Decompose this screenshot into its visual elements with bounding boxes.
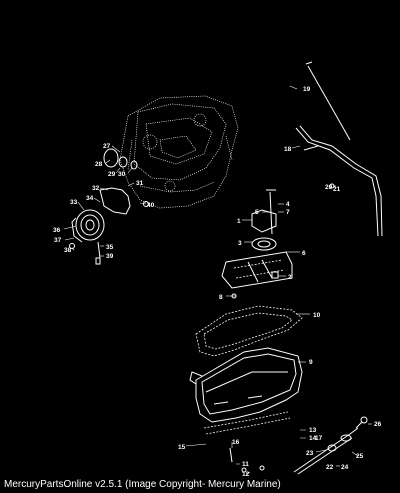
callout-31[interactable]: 31	[136, 180, 144, 187]
callout-18[interactable]: 18	[284, 146, 292, 153]
callout-39[interactable]: 39	[106, 253, 114, 260]
callout-3[interactable]: 3	[238, 240, 242, 247]
callout-23[interactable]: 23	[306, 450, 314, 457]
callout-14[interactable]: 14	[309, 435, 317, 442]
callout-17[interactable]: 17	[315, 435, 323, 442]
oil-pan-gasket-drawing	[195, 305, 303, 357]
callout-1[interactable]: 1	[237, 218, 241, 225]
callout-4[interactable]: 4	[286, 201, 290, 208]
dipstick-drawing	[295, 61, 383, 237]
callout-21[interactable]: 21	[333, 186, 341, 193]
callout-22[interactable]: 22	[326, 464, 334, 471]
callout-37[interactable]: 37	[54, 237, 62, 244]
callout-9[interactable]: 9	[309, 359, 313, 366]
callout-38[interactable]: 38	[64, 247, 72, 254]
callout-13[interactable]: 13	[309, 427, 317, 434]
callout-35[interactable]: 35	[106, 244, 114, 251]
callout-34[interactable]: 34	[86, 195, 94, 202]
drain-hardware-drawing	[293, 416, 368, 475]
callout-26[interactable]: 26	[374, 421, 382, 428]
callout-8[interactable]: 8	[219, 294, 223, 301]
callout-30[interactable]: 30	[118, 171, 126, 178]
callout-40[interactable]: 40	[147, 202, 155, 209]
callout-leaders	[63, 85, 372, 475]
callout-24[interactable]: 24	[341, 464, 349, 471]
callout-10[interactable]: 10	[313, 312, 321, 319]
callout-12[interactable]: 12	[242, 471, 250, 476]
callout-7[interactable]: 7	[286, 209, 290, 216]
callout-2[interactable]: 2	[288, 274, 292, 281]
callout-6[interactable]: 6	[302, 250, 306, 257]
callout-numbers: 1 2 3 4 5 6 7 8 9 10 11 12 13 14 15 16 1…	[53, 86, 382, 476]
callout-15[interactable]: 15	[178, 444, 186, 451]
callout-36[interactable]: 36	[53, 227, 61, 234]
rear-seal-housing-drawing	[69, 148, 149, 265]
exploded-parts-diagram: 1 2 3 4 5 6 7 8 9 10 11 12 13 14 15 16 1…	[53, 61, 383, 476]
callout-29[interactable]: 29	[108, 171, 116, 178]
callout-16[interactable]: 16	[232, 439, 240, 446]
callout-5[interactable]: 5	[255, 209, 259, 216]
callout-19[interactable]: 19	[303, 86, 311, 93]
oil-pump-drawing	[221, 189, 293, 299]
callout-28[interactable]: 28	[95, 161, 103, 168]
callout-32[interactable]: 32	[92, 185, 100, 192]
callout-11[interactable]: 11	[242, 461, 249, 468]
callout-25[interactable]: 25	[356, 453, 364, 460]
callout-27[interactable]: 27	[103, 143, 111, 150]
engine-block-drawing	[119, 95, 239, 209]
copyright-caption: MercuryPartsOnline v2.5.1 (Image Copyrig…	[4, 479, 281, 490]
callout-20[interactable]: 20	[325, 184, 333, 191]
oil-pan-drawing	[189, 347, 303, 473]
callout-33[interactable]: 33	[70, 199, 78, 206]
